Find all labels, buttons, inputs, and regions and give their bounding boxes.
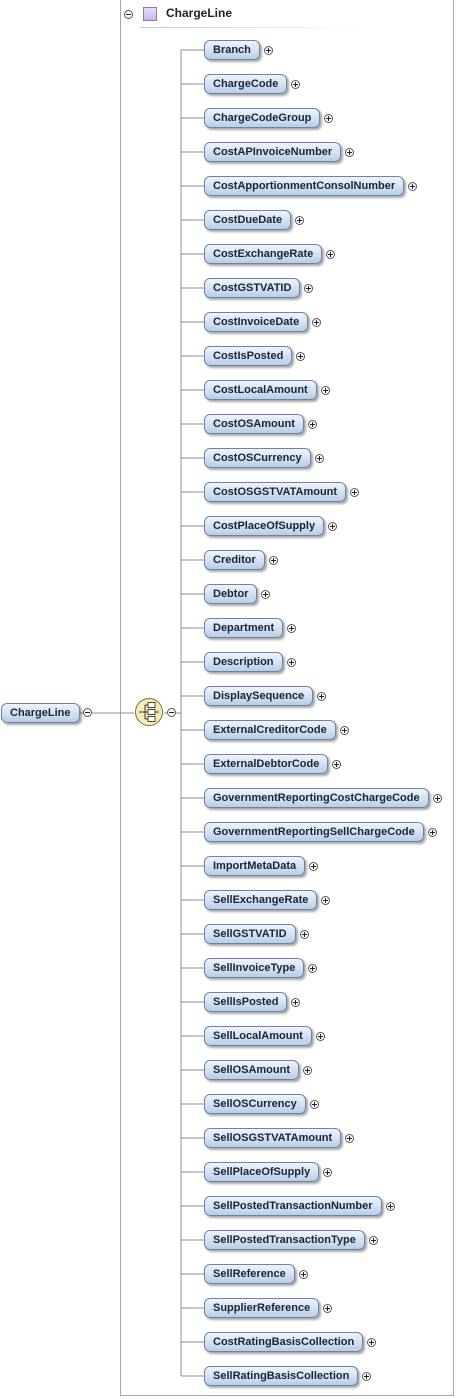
expand-icon[interactable] (326, 250, 336, 259)
complex-type-icon (143, 7, 157, 21)
child-element[interactable]: SellIsPosted (204, 992, 288, 1012)
expand-icon[interactable] (317, 692, 327, 701)
child-element[interactable]: CostInvoiceDate (204, 312, 309, 332)
expand-icon[interactable] (350, 488, 360, 497)
child-element[interactable]: Department (204, 618, 284, 638)
expand-icon[interactable] (321, 896, 331, 905)
child-element[interactable]: SupplierReference (204, 1298, 320, 1318)
child-element[interactable]: ChargeCodeGroup (204, 108, 321, 128)
child-element[interactable]: Debtor (204, 584, 258, 604)
expand-icon[interactable] (304, 284, 314, 293)
expand-icon[interactable] (295, 216, 305, 225)
complex-type-frame (120, 0, 454, 1396)
child-element[interactable]: SellPostedTransactionNumber (204, 1196, 382, 1216)
child-element[interactable]: ImportMetaData (204, 856, 306, 876)
expand-icon[interactable] (408, 182, 418, 191)
child-element[interactable]: SellOSCurrency (204, 1094, 306, 1114)
expand-icon[interactable] (287, 624, 297, 633)
expand-icon[interactable] (323, 1304, 333, 1313)
sequence-collapse-icon[interactable] (167, 708, 176, 717)
complex-type-title: ChargeLine (166, 6, 233, 20)
child-element[interactable]: CostAPInvoiceNumber (204, 142, 342, 162)
child-element[interactable]: CostExchangeRate (204, 244, 323, 264)
sequence-compositor-icon[interactable] (134, 697, 164, 727)
expand-icon[interactable] (323, 1168, 333, 1177)
child-element[interactable]: Branch (204, 40, 260, 60)
child-element[interactable]: SellRatingBasisCollection (204, 1366, 359, 1386)
child-element[interactable]: SellExchangeRate (204, 890, 318, 910)
expand-icon[interactable] (296, 352, 306, 361)
expand-icon[interactable] (427, 828, 437, 837)
child-element[interactable]: CostIsPosted (204, 346, 293, 366)
child-element[interactable]: CostOSAmount (204, 414, 304, 434)
child-element[interactable]: SellGSTVATID (204, 924, 296, 944)
child-element[interactable]: Creditor (204, 550, 265, 570)
expand-icon[interactable] (299, 930, 309, 939)
expand-icon[interactable] (345, 148, 355, 157)
expand-icon[interactable] (303, 1066, 313, 1075)
child-element[interactable]: SellPostedTransactionType (204, 1230, 365, 1250)
expand-icon[interactable] (385, 1202, 395, 1211)
child-element[interactable]: Description (204, 652, 283, 672)
expand-icon[interactable] (291, 998, 301, 1007)
expand-icon[interactable] (362, 1372, 372, 1381)
expand-icon[interactable] (307, 420, 317, 429)
child-element[interactable]: GovernmentReportingSellChargeCode (204, 822, 424, 842)
expand-icon[interactable] (309, 1100, 319, 1109)
expand-icon[interactable] (332, 760, 342, 769)
child-element[interactable]: SellReference (204, 1264, 295, 1284)
expand-icon[interactable] (312, 318, 322, 327)
expand-icon[interactable] (345, 1134, 355, 1143)
expand-icon[interactable] (308, 964, 318, 973)
child-element[interactable]: GovernmentReportingCostChargeCode (204, 788, 429, 808)
child-element[interactable]: DisplaySequence (204, 686, 314, 706)
expand-icon[interactable] (263, 46, 273, 55)
expand-icon[interactable] (324, 114, 334, 123)
child-element[interactable]: SellPlaceOfSupply (204, 1162, 320, 1182)
child-element[interactable]: ExternalDebtorCode (204, 754, 329, 774)
child-element[interactable]: CostRatingBasisCollection (204, 1332, 364, 1352)
child-element[interactable]: CostDueDate (204, 210, 292, 230)
expand-icon[interactable] (320, 386, 330, 395)
expand-icon[interactable] (315, 1032, 325, 1041)
child-element[interactable]: CostLocalAmount (204, 380, 317, 400)
child-element[interactable]: SellLocalAmount (204, 1026, 312, 1046)
expand-icon[interactable] (314, 454, 324, 463)
child-element[interactable]: SellOSAmount (204, 1060, 300, 1080)
expand-icon[interactable] (286, 658, 296, 667)
expand-icon[interactable] (261, 590, 271, 599)
child-element[interactable]: ChargeCode (204, 74, 288, 94)
child-element[interactable]: CostPlaceOfSupply (204, 516, 325, 536)
child-element[interactable]: CostApportionmentConsolNumber (204, 176, 405, 196)
child-element[interactable]: SellInvoiceType (204, 958, 305, 978)
expand-icon[interactable] (368, 1236, 378, 1245)
expand-icon[interactable] (328, 522, 338, 531)
expand-icon[interactable] (367, 1338, 377, 1347)
expand-icon[interactable] (309, 862, 319, 871)
expand-icon[interactable] (432, 794, 442, 803)
expand-icon[interactable] (339, 726, 349, 735)
child-element[interactable]: ExternalCreditorCode (204, 720, 336, 740)
expand-icon[interactable] (268, 556, 278, 565)
root-collapse-icon[interactable] (83, 708, 92, 717)
root-element[interactable]: ChargeLine (1, 703, 80, 723)
child-element[interactable]: CostOSGSTVATAmount (204, 482, 347, 502)
expand-icon[interactable] (298, 1270, 308, 1279)
child-element[interactable]: CostGSTVATID (204, 278, 301, 298)
child-element[interactable]: CostOSCurrency (204, 448, 311, 468)
expand-icon[interactable] (291, 80, 301, 89)
collapse-icon[interactable] (124, 10, 133, 19)
header-divider (140, 27, 370, 28)
child-element[interactable]: SellOSGSTVATAmount (204, 1128, 342, 1148)
